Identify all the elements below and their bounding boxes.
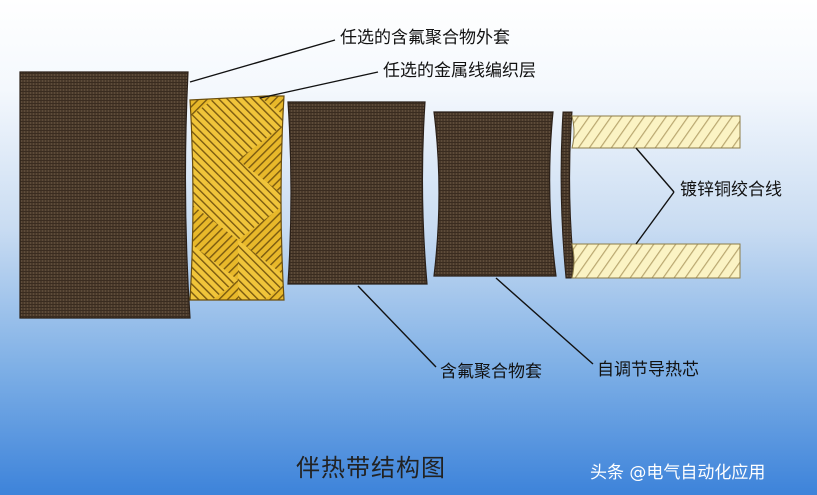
diagram-caption: 伴热带结构图 — [296, 454, 446, 482]
heating-core-section — [433, 111, 557, 277]
inner-jacket-section — [287, 101, 428, 285]
label-optional-outer-jacket: 任选的含氟聚合物外套 — [340, 28, 510, 48]
leader-lines — [189, 39, 675, 368]
label-self-regulating-core: 自调节导热芯 — [597, 360, 699, 380]
bus-wire-bottom — [571, 243, 741, 279]
label-optional-metal-braid: 任选的金属线编织层 — [383, 61, 536, 81]
core-end-cap — [560, 111, 576, 279]
label-fluoropolymer-jacket: 含氟聚合物套 — [440, 362, 542, 382]
watermark: 头条 @电气自动化应用 — [590, 463, 766, 483]
bus-wire-top — [571, 115, 741, 149]
label-stranded-copper-wire: 镀锌铜绞合线 — [680, 180, 782, 200]
metal-braid-section — [190, 96, 284, 300]
outer-jacket-section — [19, 71, 191, 319]
